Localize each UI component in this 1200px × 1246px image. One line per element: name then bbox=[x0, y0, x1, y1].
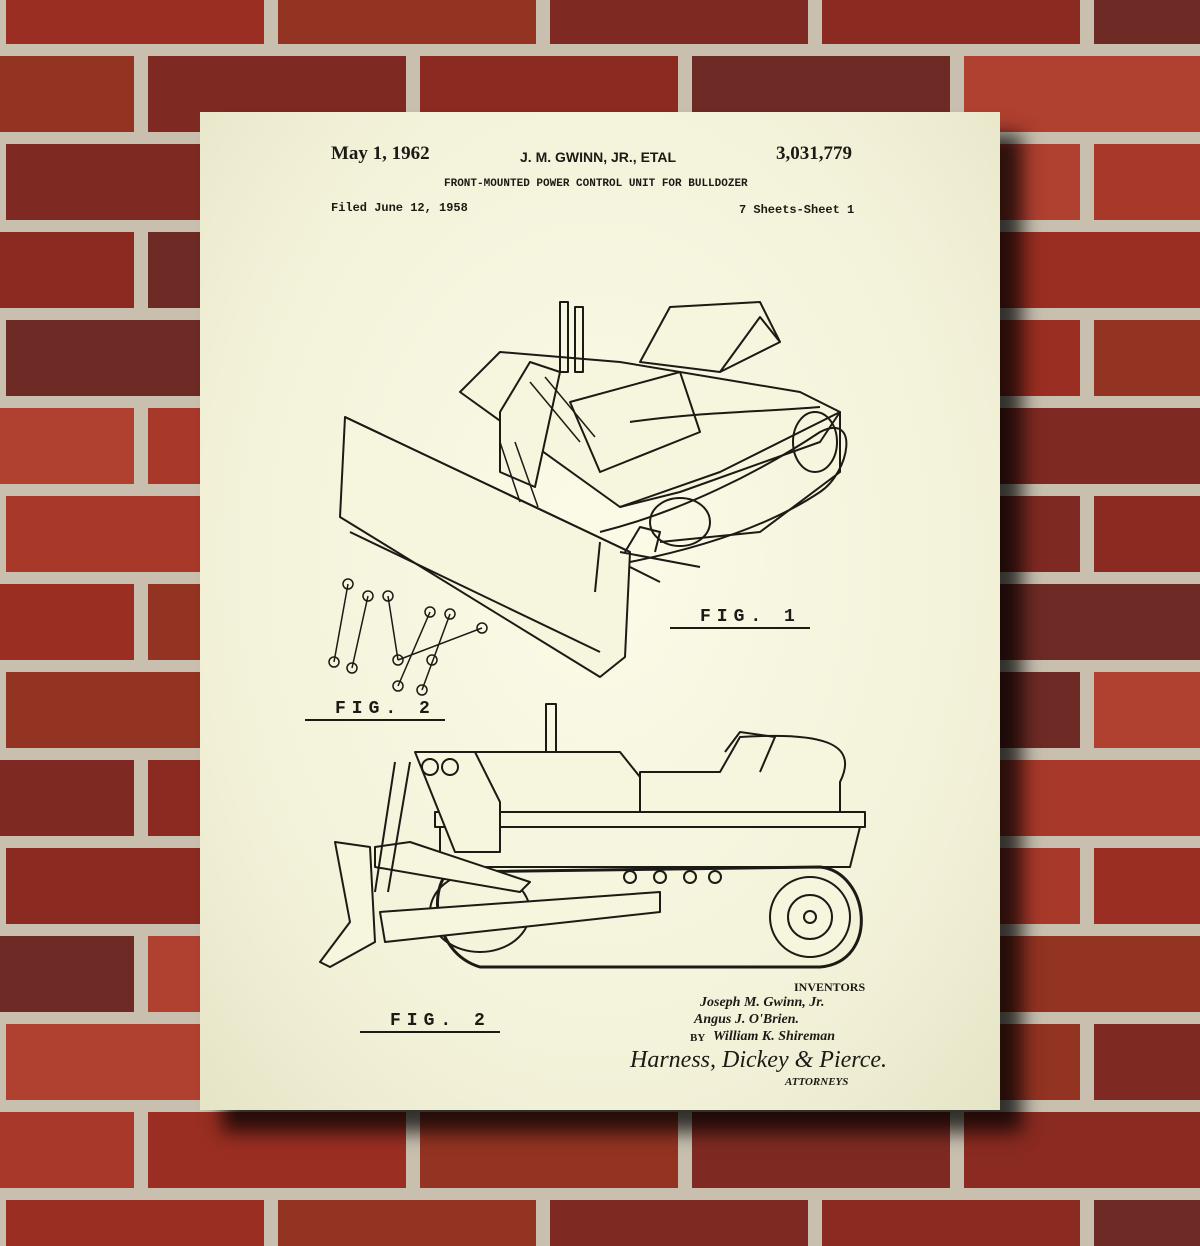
brick bbox=[6, 0, 264, 44]
fig2-linkage-label: FIG. 2 bbox=[335, 699, 436, 719]
brick bbox=[0, 936, 134, 1012]
brick bbox=[964, 584, 1200, 660]
brick bbox=[964, 760, 1200, 836]
fig2-side-label: FIG. 2 bbox=[390, 1011, 491, 1031]
inventor-name: Angus J. O'Brien. bbox=[694, 1012, 800, 1027]
brick bbox=[420, 1112, 678, 1188]
brick bbox=[964, 408, 1200, 484]
brick bbox=[550, 1200, 808, 1246]
brick bbox=[1094, 144, 1200, 220]
brick bbox=[1094, 672, 1200, 748]
patent-date: May 1, 1962 bbox=[331, 143, 430, 164]
figure-label-underlines bbox=[305, 627, 810, 1033]
filed-date: Filed June 12, 1958 bbox=[331, 201, 468, 215]
brick bbox=[1094, 848, 1200, 924]
attorneys-signature: Harness, Dickey & Pierce. bbox=[630, 1047, 888, 1073]
brick bbox=[1094, 0, 1200, 44]
patent-title: FRONT-MOUNTED POWER CONTROL UNIT FOR BUL… bbox=[444, 178, 748, 190]
brick bbox=[278, 1200, 536, 1246]
inventor-name: William K. Shireman bbox=[713, 1029, 836, 1044]
by-label: BY bbox=[690, 1032, 706, 1044]
brick bbox=[0, 1112, 134, 1188]
brick bbox=[0, 760, 134, 836]
fig2-linkage-drawing bbox=[328, 578, 488, 696]
brick bbox=[692, 1112, 950, 1188]
inventor-header: J. M. GWINN, JR., ETAL bbox=[520, 149, 677, 165]
attorneys-label: ATTORNEYS bbox=[785, 1076, 849, 1088]
brick bbox=[1094, 320, 1200, 396]
brick bbox=[0, 584, 134, 660]
brick bbox=[1094, 1024, 1200, 1100]
fig2-side-view-drawing bbox=[319, 703, 866, 969]
inventor-name: Joseph M. Gwinn, Jr. bbox=[700, 995, 825, 1010]
brick bbox=[6, 1200, 264, 1246]
brick bbox=[0, 56, 134, 132]
fig1-label: FIG. 1 bbox=[700, 607, 801, 627]
brick bbox=[278, 0, 536, 44]
fig1-drawing bbox=[339, 301, 848, 678]
brick bbox=[964, 936, 1200, 1012]
brick bbox=[964, 56, 1200, 132]
brick bbox=[0, 408, 134, 484]
patent-number: 3,031,779 bbox=[776, 143, 852, 164]
brick bbox=[964, 232, 1200, 308]
sheet-count: 7 Sheets-Sheet 1 bbox=[739, 203, 855, 217]
brick bbox=[0, 232, 134, 308]
brick bbox=[822, 0, 1080, 44]
brick bbox=[822, 1200, 1080, 1246]
patent-poster: May 1, 1962 J. M. GWINN, JR., ETAL 3,031… bbox=[200, 112, 1000, 1110]
brick bbox=[964, 1112, 1200, 1188]
brick bbox=[1094, 1200, 1200, 1246]
bulldozer-patent-drawing bbox=[305, 301, 866, 1033]
brick bbox=[550, 0, 808, 44]
brick bbox=[1094, 496, 1200, 572]
brick bbox=[148, 1112, 406, 1188]
inventors-heading: INVENTORS bbox=[794, 980, 866, 994]
